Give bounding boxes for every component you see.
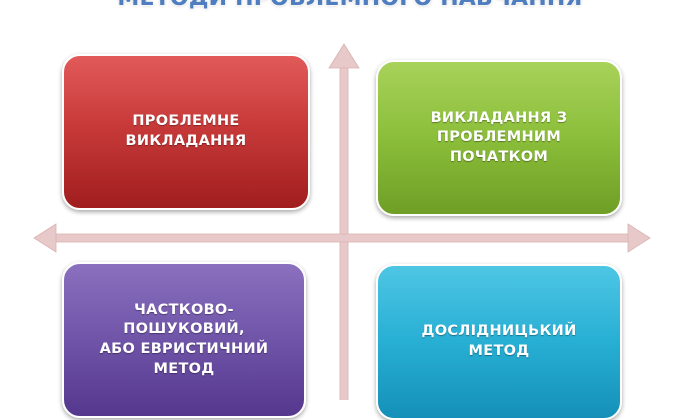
axes bbox=[33, 43, 651, 400]
horizontal-axis-shaft bbox=[51, 233, 635, 243]
vertical-axis-arrowhead bbox=[328, 43, 360, 69]
quadrant-top-right-line-3: ПОЧАТКОМ bbox=[449, 148, 549, 165]
quadrant-top-left-line-2: ВИКЛАДАННЯ bbox=[125, 133, 247, 149]
quadrant-bottom-left-line-2: АБО ЕВРИСТИЧНИЙ bbox=[99, 341, 269, 357]
vertical-axis-shaft bbox=[339, 61, 349, 400]
quadrant-bottom-left-line-3: МЕТОД bbox=[153, 360, 215, 377]
quadrant-top-left-label: ПРОБЛЕМНЕ ВИКЛАДАННЯ bbox=[126, 112, 247, 151]
quadrant-top-right-line-1: ВИКЛАДАННЯ З bbox=[430, 109, 568, 126]
quadrant-top-right-line-2: ПРОБЛЕМНИМ bbox=[436, 129, 562, 146]
quadrant-top-right-box: ВИКЛАДАННЯ З ПРОБЛЕМНИМ ПОЧАТКОМ bbox=[376, 60, 622, 216]
horizontal-axis-right-arrowhead bbox=[627, 223, 651, 253]
quadrant-top-right-label: ВИКЛАДАННЯ З ПРОБЛЕМНИМ ПОЧАТКОМ bbox=[431, 109, 568, 168]
quadrant-top-left-line-1: ПРОБЛЕМНЕ bbox=[132, 113, 240, 130]
horizontal-axis-left-arrowhead bbox=[33, 223, 57, 253]
quadrant-bottom-left-box: ЧАСТКОВО-ПОШУКОВИЙ, АБО ЕВРИСТИЧНИЙ МЕТО… bbox=[62, 262, 306, 418]
quadrant-top-left-box: ПРОБЛЕМНЕ ВИКЛАДАННЯ bbox=[62, 54, 310, 210]
quadrant-bottom-right-label: ДОСЛІДНИЦЬКИЙ МЕТОД bbox=[390, 322, 608, 361]
quadrant-bottom-left-label: ЧАСТКОВО-ПОШУКОВИЙ, АБО ЕВРИСТИЧНИЙ МЕТО… bbox=[76, 301, 292, 379]
quadrant-bottom-left-line-1: ЧАСТКОВО-ПОШУКОВИЙ, bbox=[123, 301, 245, 338]
quadrant-bottom-right-line-1: ДОСЛІДНИЦЬКИЙ МЕТОД bbox=[421, 323, 577, 359]
quadrant-bottom-right-box: ДОСЛІДНИЦЬКИЙ МЕТОД bbox=[376, 264, 622, 420]
